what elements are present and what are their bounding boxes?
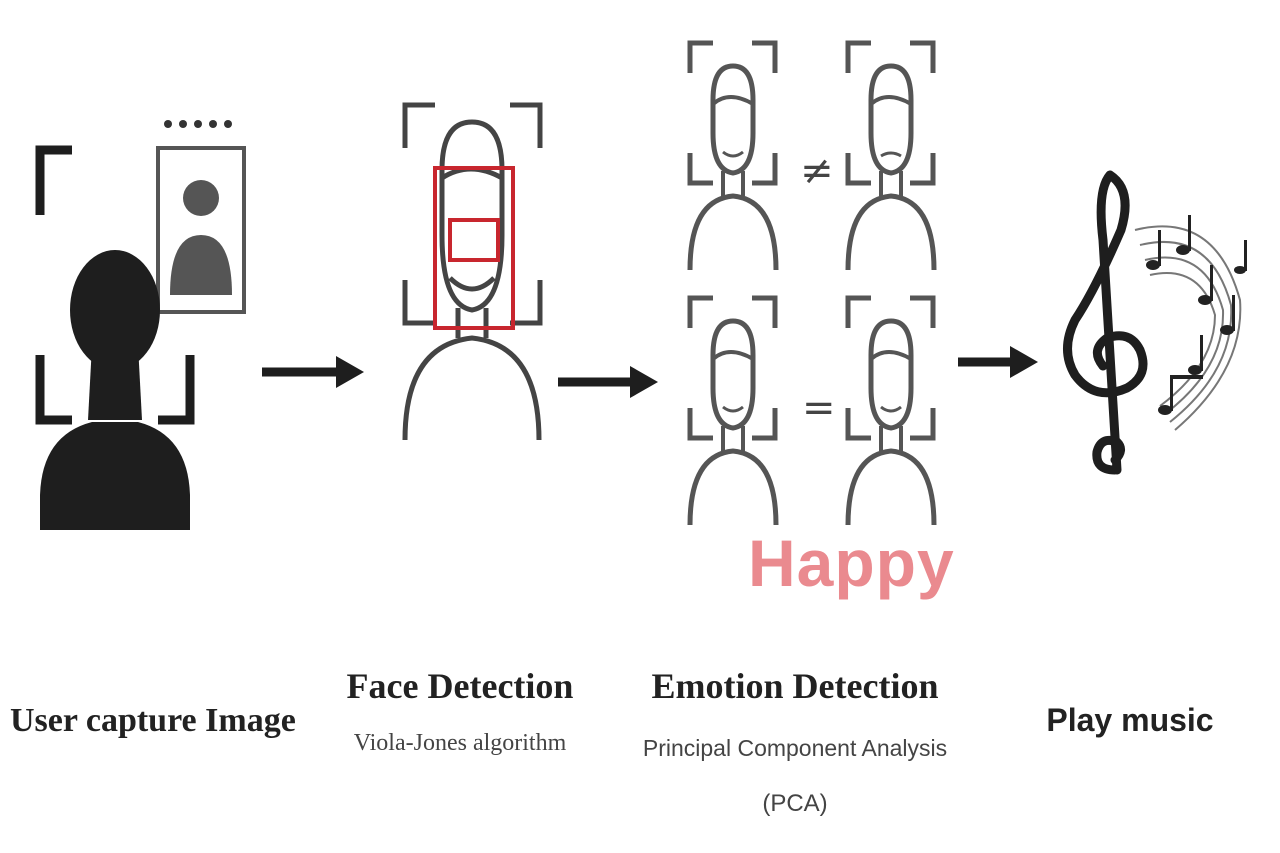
user-capture-icon: [35, 120, 246, 530]
step-subtitle-face-detection: Viola-Jones algorithm: [353, 730, 567, 756]
face-detection-icon: [402, 102, 543, 441]
step-subtitle-emotion-detection-pca: (PCA): [762, 790, 828, 817]
step-subtitle-emotion-detection: Principal Component Analysis: [642, 735, 948, 761]
not-equal-symbol: ≠: [800, 148, 834, 194]
emotion-label: Happy: [748, 526, 955, 600]
equal-symbol: =: [802, 385, 836, 431]
arrow-right-icon: [958, 346, 1038, 378]
step-title-play-music: Play music: [1046, 702, 1214, 738]
step-title-emotion-detection: Emotion Detection: [651, 666, 939, 706]
photo-card-icon: [156, 120, 246, 314]
emotion-compare-icon: [685, 38, 955, 538]
step-title-capture: User capture Image: [10, 702, 296, 739]
music-notes-icon: [1063, 170, 1247, 475]
arrow-right-icon: [558, 366, 658, 398]
step-title-face-detection: Face Detection: [346, 666, 574, 706]
arrow-right-icon: [262, 356, 364, 388]
